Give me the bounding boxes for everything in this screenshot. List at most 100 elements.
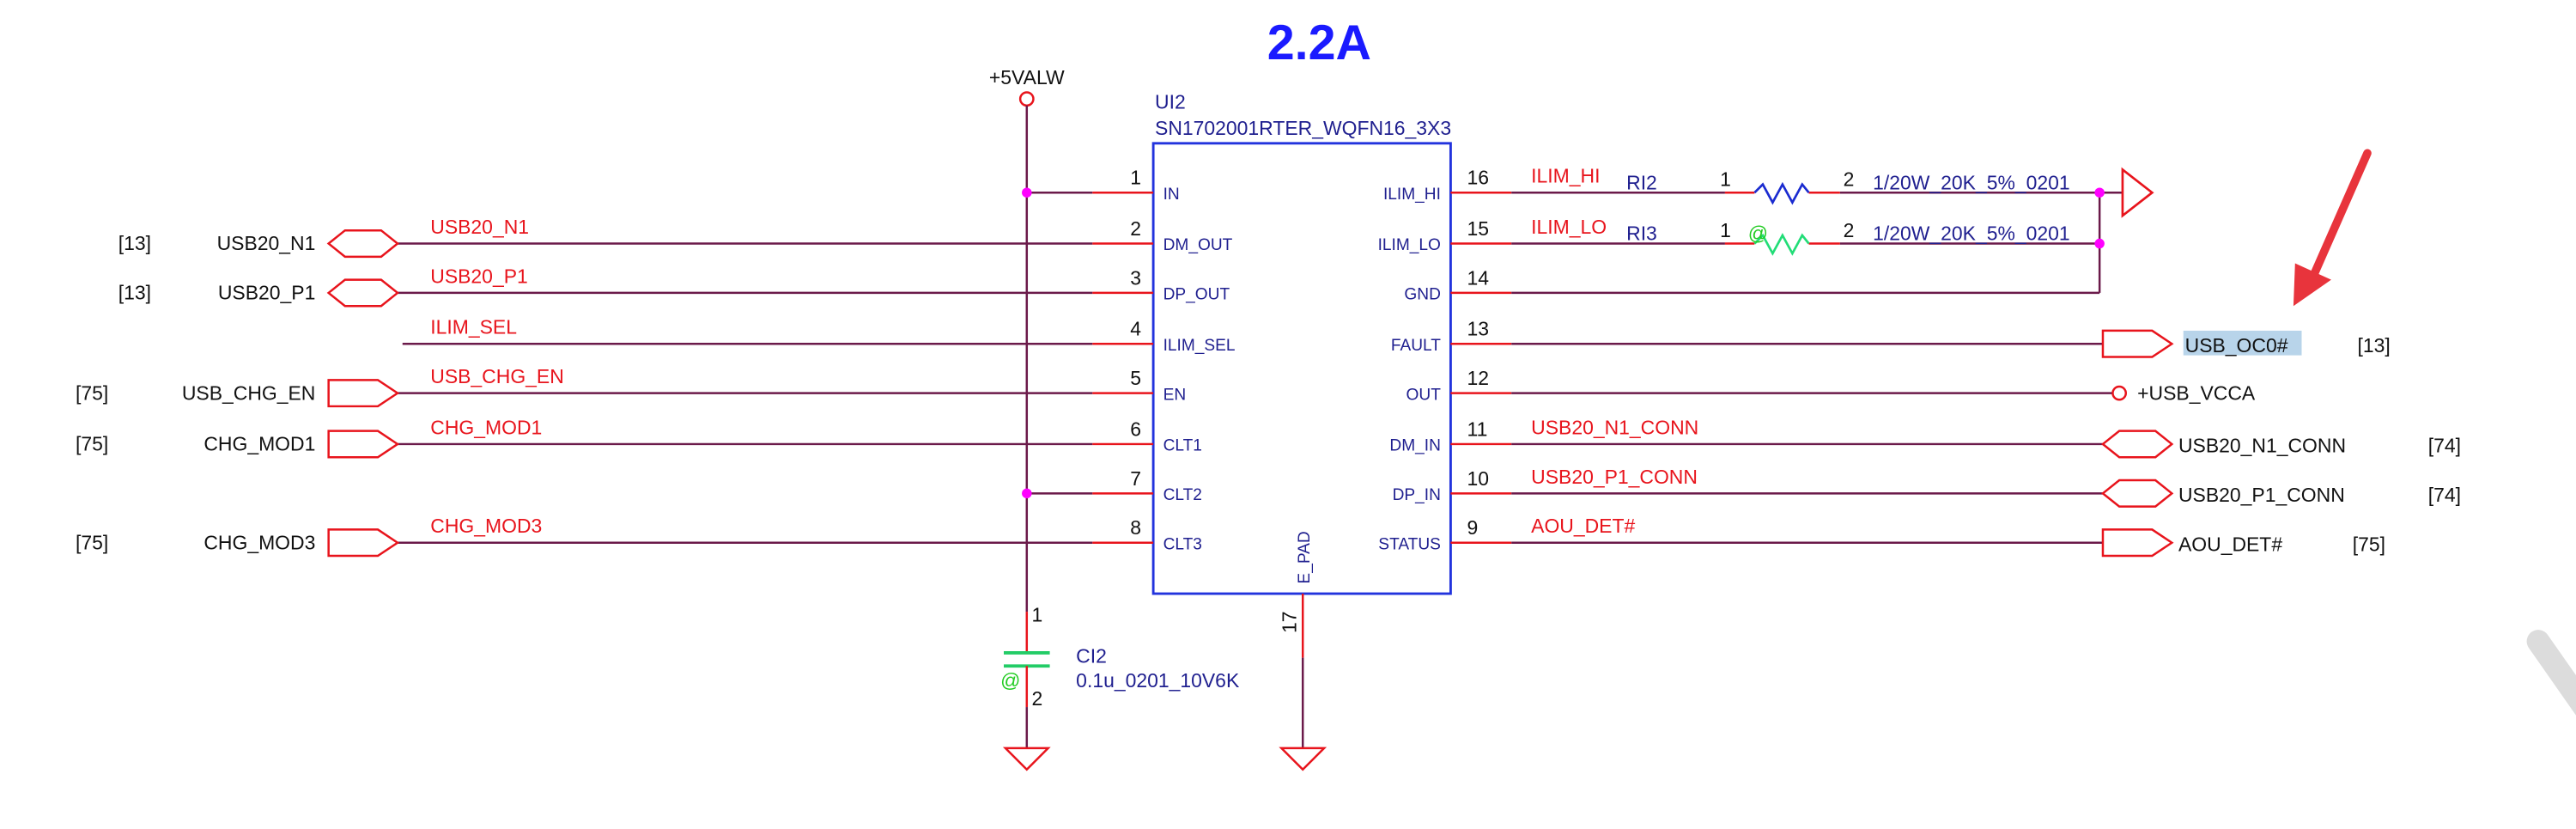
bidir-port-icon <box>326 278 400 308</box>
power-symbol-5valw <box>1018 91 1035 107</box>
page-ref: [75] <box>76 433 108 455</box>
net-label: USB_CHG_EN <box>430 365 564 387</box>
port-name[interactable]: USB20_P1_CONN <box>2178 484 2345 506</box>
page-ref: [13] <box>2358 334 2391 357</box>
bidir-port-icon <box>326 229 400 259</box>
left-pins: 1IN2DM_OUTUSB20_N1USB20_N1[13]3DP_OUTUSB… <box>76 167 1236 558</box>
port-name: USB_CHG_EN <box>182 381 316 404</box>
junction-dot <box>2094 187 2105 198</box>
output-port-icon <box>2121 167 2154 218</box>
port-name[interactable]: USB20_N1_CONN <box>2178 435 2346 457</box>
junction-dot <box>1022 187 1032 198</box>
pin-name: FAULT <box>1391 337 1441 355</box>
net-label: ILIM_LO <box>1531 216 1607 238</box>
annotation-arrow <box>2293 149 2372 307</box>
pin-number: 14 <box>1467 266 1490 289</box>
pin-number: 4 <box>1130 318 1141 340</box>
net-label: USB20_P1_CONN <box>1531 466 1698 488</box>
pin-number: 7 <box>1130 467 1141 490</box>
input-port-icon <box>327 528 400 558</box>
resistor-pin2: 2 <box>1844 219 1855 241</box>
port-name: CHG_MOD3 <box>204 531 315 553</box>
pin-name: ILIM_SEL <box>1163 337 1236 355</box>
pin-number: 9 <box>1467 516 1479 539</box>
resistor-pin1: 1 <box>1720 219 1731 241</box>
pin-number: 6 <box>1130 418 1141 440</box>
ic-body <box>1151 142 1452 595</box>
port-name[interactable]: AOU_DET# <box>2178 533 2282 555</box>
page-ref: [74] <box>2428 484 2461 506</box>
net-label: AOU_DET# <box>1531 515 1635 537</box>
net-label: CHG_MOD3 <box>430 515 542 537</box>
port-name[interactable]: USB_OC0# <box>2185 334 2288 357</box>
pin-number: 3 <box>1130 266 1141 289</box>
output-port-icon <box>2101 528 2174 558</box>
pin-name: CLT2 <box>1163 486 1202 504</box>
resistor-pin2: 2 <box>1844 168 1855 191</box>
resistor-ref: RI3 <box>1626 222 1657 245</box>
pin-name: ILIM_LO <box>1378 236 1441 254</box>
port-name: CHG_MOD1 <box>204 433 315 455</box>
power-label-usb-vcca: +USB_VCCA <box>2137 381 2256 404</box>
net-label: USB20_N1_CONN <box>1531 416 1698 438</box>
pin-1: 1IN <box>1026 167 1180 204</box>
junction-dot <box>1022 488 1032 499</box>
cap-pin1: 1 <box>1032 604 1043 626</box>
pin-number: 5 <box>1130 367 1141 389</box>
pin-name: DP_IN <box>1393 486 1441 504</box>
net-label: ILIM_HI <box>1531 165 1600 187</box>
pin-name: EN <box>1163 386 1187 404</box>
epad-pin: 17 <box>1279 611 1301 633</box>
page-ref: [13] <box>118 282 151 304</box>
resistor-ri2: RI2 1 2 1/20W_20K_5%_0201 <box>1626 168 2070 205</box>
pin-name: CLT1 <box>1163 437 1202 455</box>
page-ref: [74] <box>2428 435 2461 457</box>
cap-mark: @ <box>1000 669 1020 692</box>
net-label: USB20_N1 <box>430 216 529 238</box>
cap-pin2: 2 <box>1032 687 1043 710</box>
resistor-pin1: 1 <box>1720 168 1731 191</box>
bidir-port-icon <box>2100 479 2174 508</box>
output-port-icon <box>2101 329 2174 358</box>
pin-number: 11 <box>1467 418 1488 440</box>
pin-number: 10 <box>1467 467 1490 490</box>
page-ref: [13] <box>118 232 151 254</box>
cap-value: 0.1u_0201_10V6K <box>1076 669 1240 692</box>
cap-ref: CI2 <box>1076 644 1107 667</box>
pin-name: DM_OUT <box>1163 236 1233 254</box>
resistor-ri3: RI3 1 2 @ 1/20W_20K_5%_0201 <box>1626 219 2070 256</box>
pin-number: 16 <box>1467 167 1490 189</box>
resistor-icon <box>1753 233 1810 256</box>
selection-highlight <box>2183 330 2302 356</box>
resistor-mark: @ <box>1748 222 1768 245</box>
pin-number: 1 <box>1130 167 1141 189</box>
pin-number: 15 <box>1467 217 1490 240</box>
title: 2.2A <box>1267 15 1371 70</box>
pin-name: CLT3 <box>1163 535 1202 553</box>
resistor-value: 1/20W_20K_5%_0201 <box>1873 222 2070 245</box>
pin-number: 8 <box>1130 516 1141 539</box>
net-label: CHG_MOD1 <box>430 416 542 438</box>
port-name: USB20_N1 <box>217 232 316 254</box>
decorative-stroke <box>2526 630 2576 716</box>
power-symbol-usb-vcca <box>2111 385 2128 401</box>
input-port-icon <box>327 379 400 408</box>
resistor-value: 1/20W_20K_5%_0201 <box>1873 171 2070 193</box>
pin-number: 13 <box>1467 318 1490 340</box>
ground-icon <box>1002 747 1051 771</box>
epad-label: E_PAD <box>1296 531 1314 583</box>
page-ref: [75] <box>76 531 108 553</box>
port-name: USB20_P1 <box>218 282 315 304</box>
junction-dot <box>2094 238 2105 249</box>
